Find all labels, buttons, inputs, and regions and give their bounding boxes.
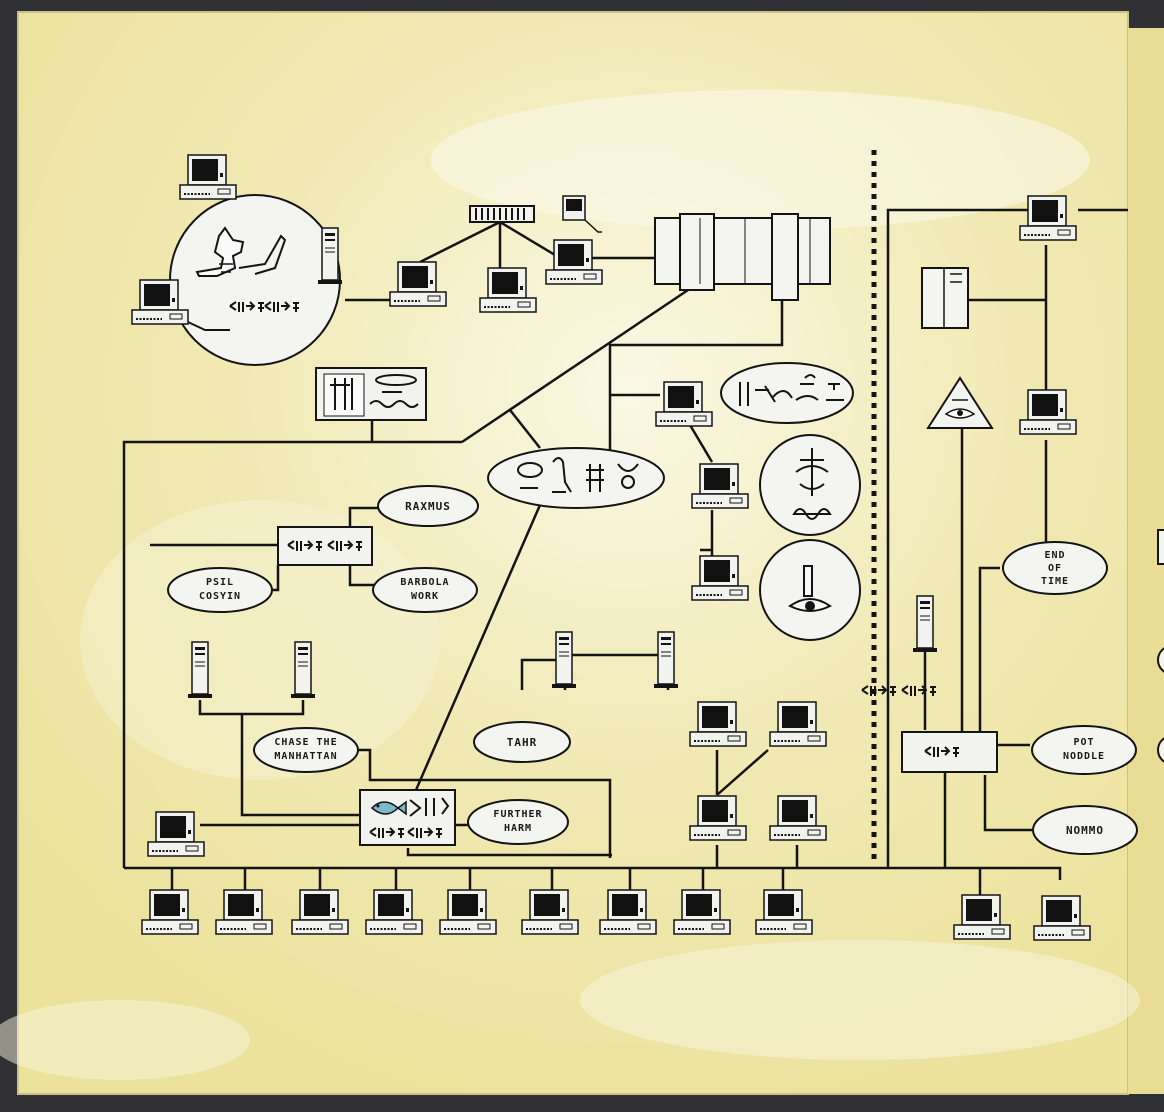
tower-computer-icon bbox=[912, 595, 938, 653]
tower-computer-icon bbox=[290, 641, 316, 699]
further-harm-label-line1: FURTHER bbox=[493, 809, 542, 820]
hieroglyph-cartouche-icon bbox=[487, 447, 665, 509]
jackal-anubis-icon bbox=[195, 226, 287, 277]
mainframe-icon bbox=[654, 213, 831, 301]
end-of-time-label-oval bbox=[1002, 541, 1108, 595]
nommo-label: NOMMO bbox=[1066, 824, 1104, 837]
chase-the-manhattan-label-oval bbox=[253, 727, 359, 773]
tower-computer-icon bbox=[551, 631, 577, 689]
barbola-work-label-line2: WORK bbox=[411, 591, 439, 602]
tower-computer-icon bbox=[653, 631, 679, 689]
raxmus-label-oval bbox=[377, 485, 479, 527]
pot-noddle-label-oval bbox=[1031, 725, 1137, 775]
pot-noddle-label-line1: POT bbox=[1073, 737, 1094, 748]
end-of-time-label-line3: TIME bbox=[1041, 576, 1069, 587]
server-rack-icon bbox=[921, 267, 969, 329]
hieroglyph-tablet-icon bbox=[315, 367, 427, 421]
hieroglyph-roundel-icon bbox=[759, 434, 861, 536]
psil-cosyin-label-oval bbox=[167, 567, 273, 613]
cuneiform-node-right bbox=[901, 731, 998, 773]
chase-the-manhattan-label-line1: CHASE THE bbox=[274, 737, 337, 748]
tower-computer-icon bbox=[187, 641, 213, 699]
end-of-time-label-line2: OF bbox=[1048, 563, 1062, 574]
tahr-label-oval bbox=[473, 721, 571, 763]
pot-noddle-label-line2: NODDLE bbox=[1063, 751, 1105, 762]
chase-the-manhattan-label-line2: MANHATTAN bbox=[274, 751, 337, 762]
barbola-work-label-oval bbox=[372, 567, 478, 613]
psil-cosyin-label-line1: PSIL bbox=[206, 577, 234, 588]
fish-icon bbox=[370, 800, 407, 816]
end-of-time-label-line1: END bbox=[1044, 550, 1065, 561]
tower-computer-icon bbox=[317, 227, 343, 285]
barbola-work-label-line1: BARBOLA bbox=[400, 577, 449, 588]
compact-computer-icon bbox=[562, 195, 602, 233]
further-harm-label-oval bbox=[467, 799, 569, 845]
fish-node bbox=[359, 789, 456, 846]
eye-icon bbox=[788, 565, 832, 612]
hub-device-icon bbox=[469, 205, 535, 223]
network-wires bbox=[122, 208, 1128, 895]
pyramid-eye-icon bbox=[926, 376, 994, 429]
tahr-label: TAHR bbox=[507, 736, 538, 749]
raxmus-label: RAXMUS bbox=[405, 500, 451, 513]
psil-cosyin-label-line2: COSYIN bbox=[199, 591, 241, 602]
anubis-disc bbox=[169, 194, 341, 366]
nommo-label-oval bbox=[1032, 805, 1138, 855]
further-harm-label-line2: HARM bbox=[504, 823, 532, 834]
